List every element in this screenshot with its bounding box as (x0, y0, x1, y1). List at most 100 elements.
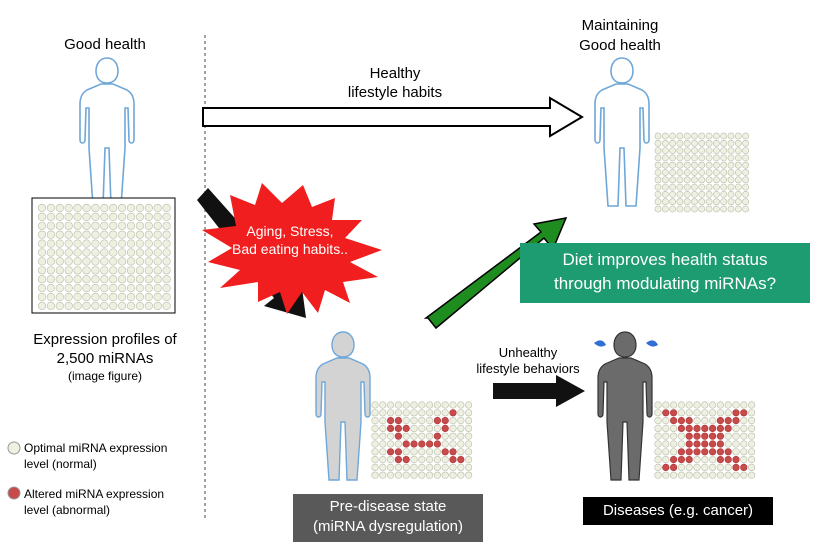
normal-mirna-dot (742, 139, 749, 147)
normal-mirna-dot (727, 198, 735, 206)
normal-mirna-dot (109, 230, 118, 239)
normal-mirna-dot (661, 154, 669, 162)
normal-mirna-dot (747, 440, 756, 448)
normal-mirna-dot (698, 183, 706, 191)
normal-mirna-dot (661, 190, 669, 198)
altered-mirna-dot (394, 424, 403, 433)
normal-mirna-dot (433, 463, 442, 472)
normal-mirna-dot (410, 401, 418, 409)
normal-mirna-dot (46, 239, 56, 248)
normal-mirna-dot (720, 198, 728, 206)
normal-mirna-dot (724, 440, 732, 448)
altered-mirna-dot (701, 440, 709, 448)
normal-mirna-dot (720, 139, 728, 147)
normal-mirna-dot (402, 401, 410, 409)
normal-mirna-dot (135, 248, 144, 257)
normal-mirna-dot (693, 456, 701, 464)
normal-mirna-dot (418, 417, 426, 425)
normal-mirna-dot (734, 190, 742, 198)
normal-mirna-dot (740, 456, 748, 464)
normal-mirna-dot (669, 432, 678, 440)
normal-mirna-dot (669, 147, 676, 154)
normal-mirna-dot (708, 471, 717, 479)
normal-mirna-dot (100, 284, 109, 293)
normal-mirna-dot (37, 266, 47, 275)
normal-mirna-dot (457, 440, 465, 448)
normal-mirna-dot (705, 147, 713, 154)
altered-mirna-dot (724, 448, 732, 456)
normal-mirna-dot (720, 161, 728, 169)
altered-mirna-dot (716, 456, 725, 464)
normal-mirna-dot (402, 409, 410, 417)
altered-mirna-dot (677, 456, 686, 464)
normal-mirna-dot (162, 221, 171, 230)
normal-mirna-dot (394, 440, 403, 448)
normal-mirna-dot (716, 463, 725, 472)
normal-mirna-dot (135, 292, 144, 302)
mirna-grid-baseline (37, 203, 171, 311)
normal-mirna-dot (387, 440, 395, 448)
normal-mirna-dot (691, 161, 698, 169)
normal-mirna-dot (683, 147, 691, 154)
normal-mirna-dot (683, 176, 691, 184)
normal-mirna-dot (144, 301, 153, 311)
normal-mirna-dot (742, 169, 749, 176)
normal-mirna-dot (747, 417, 756, 425)
normal-mirna-dot (727, 147, 735, 154)
normal-mirna-dot (691, 205, 698, 213)
normal-mirna-dot (91, 212, 100, 221)
normal-mirna-dot (402, 448, 410, 456)
normal-mirna-dot (705, 132, 713, 140)
normal-mirna-dot (153, 301, 162, 311)
normal-mirna-dot (705, 161, 713, 169)
normal-mirna-dot (126, 292, 136, 302)
normal-mirna-dot (677, 401, 686, 409)
altered-mirna-dot (724, 456, 732, 464)
normal-mirna-dot (117, 230, 127, 239)
normal-mirna-dot (73, 275, 82, 284)
normal-mirna-dot (410, 432, 418, 440)
normal-mirna-dot (662, 417, 670, 425)
good-health-label: Good health (64, 36, 146, 53)
normal-mirna-dot (64, 266, 73, 275)
normal-mirna-dot (669, 169, 676, 176)
normal-mirna-dot (747, 432, 756, 440)
normal-mirna-dot (701, 417, 709, 425)
normal-mirna-dot (46, 212, 56, 221)
normal-mirna-dot (457, 463, 465, 472)
normal-mirna-dot (705, 205, 713, 213)
altered-mirna-dot (677, 448, 686, 456)
normal-mirna-dot (698, 154, 706, 162)
normal-mirna-dot (64, 203, 73, 213)
altered-mirna-dot (387, 448, 395, 456)
normal-mirna-dot (661, 161, 669, 169)
normal-mirna-dot (55, 301, 64, 311)
normal-mirna-dot (46, 203, 56, 213)
altered-mirna-dot (708, 432, 717, 440)
normal-mirna-dot (379, 440, 387, 448)
normal-mirna-dot (662, 401, 670, 409)
expression-title: Expression profiles of 2,500 miRNAs (33, 331, 177, 367)
normal-mirna-dot (742, 147, 749, 154)
normal-mirna-dot (379, 432, 387, 440)
normal-mirna-dot (371, 417, 379, 425)
unhealthy-arrow (493, 375, 585, 407)
normal-mirna-dot (705, 139, 713, 147)
altered-mirna-dot (732, 409, 740, 417)
normal-mirna-dot (683, 198, 691, 206)
normal-mirna-dot (82, 212, 91, 221)
altered-mirna-dot (685, 456, 693, 464)
normal-mirna-dot (747, 409, 756, 417)
normal-mirna-dot (708, 409, 717, 417)
normal-mirna-dot (676, 154, 684, 162)
altered-mirna-dot (410, 440, 418, 448)
altered-mirna-dot (433, 432, 442, 440)
normal-mirna-dot (153, 212, 162, 221)
normal-mirna-dot (126, 284, 136, 293)
normal-mirna-dot (683, 132, 691, 140)
normal-mirna-dot (465, 401, 473, 409)
normal-mirna-dot (669, 401, 678, 409)
normal-mirna-dot (713, 169, 720, 176)
normal-mirna-dot (705, 154, 713, 162)
normal-mirna-dot (457, 424, 465, 433)
